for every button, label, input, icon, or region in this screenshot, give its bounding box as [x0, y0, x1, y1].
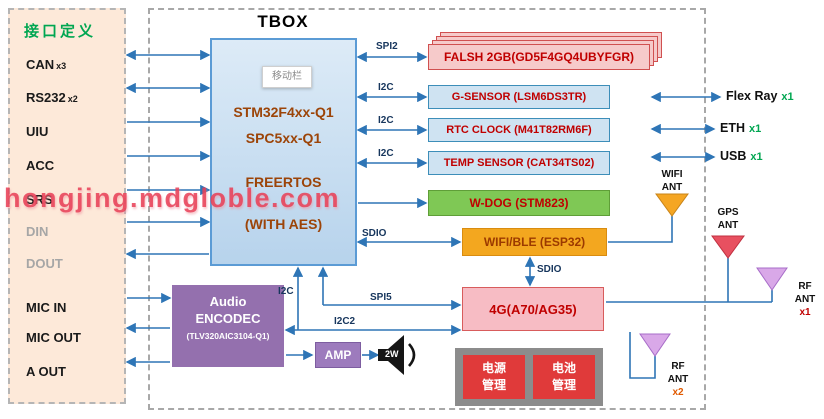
tbox-boundary	[148, 8, 706, 410]
gps-ant-line2: ANT	[717, 220, 739, 231]
power-management-panel: 电源管理 电池管理	[455, 348, 603, 406]
power-mgmt-block: 电源管理	[463, 355, 525, 399]
mcu-line-freertos: FREERTOS	[245, 174, 322, 190]
battery-mgmt-block: 电池管理	[533, 355, 595, 399]
io-usb-count: x1	[750, 151, 763, 163]
gps-antenna-icon	[711, 235, 745, 259]
io-usb-label: USB	[720, 149, 747, 163]
interface-item-a-out: A OUT	[26, 364, 66, 379]
interface-item-mic-in: MIC IN	[26, 300, 67, 315]
wifi-ble-block: WIFI/BLE (ESP32)	[462, 228, 607, 256]
bus-label-i2c-temp: I2C	[378, 148, 394, 159]
audio-label-2: ENCODEC	[195, 311, 261, 326]
speaker-glyph	[378, 335, 416, 375]
gsensor-block: G-SENSOR (LSM6DS3TR)	[428, 85, 610, 109]
rf-ant1-label: RF ANT x1	[788, 280, 822, 319]
rf-antenna-1-icon	[756, 267, 788, 291]
power-mgmt-label: 电源管理	[481, 360, 506, 392]
bus-label-sdio-wifi: SDIO	[362, 228, 387, 239]
interface-item-srs: SRS	[26, 192, 53, 207]
rf-ant2-count: x2	[672, 387, 684, 398]
temp-sensor-block: TEMP SENSOR (CAT34TS02)	[428, 151, 610, 175]
wifi-ant-line1: WIFI	[661, 169, 683, 180]
io-eth: ETH x1	[720, 121, 761, 135]
tbox-title: TBOX	[257, 12, 309, 31]
io-flexray-label: Flex Ray	[726, 89, 778, 103]
bus-label-spi2: SPI2	[376, 41, 398, 52]
mcu-line-spc5: SPC5xx-Q1	[245, 130, 322, 146]
rf-antenna-2-icon	[639, 333, 671, 357]
rf-ant2-line2: ANT	[667, 374, 689, 385]
rtc-block: RTC CLOCK (M41T82RM6F)	[428, 118, 610, 142]
rf-ant1-line1: RF	[798, 281, 812, 292]
battery-mgmt-label: 电池管理	[551, 360, 576, 392]
gps-ant-line1: GPS	[717, 207, 739, 218]
interface-item-dout: DOUT	[26, 256, 63, 271]
rf-ant2-line1: RF	[671, 361, 685, 372]
bus-label-sdio-4g: SDIO	[537, 264, 562, 275]
gps-ant-label: GPS ANT	[706, 206, 750, 232]
rf-ant1-line2: ANT	[794, 294, 816, 305]
speaker-power-label: 2W	[385, 349, 399, 359]
wifi-antenna-icon	[655, 193, 689, 217]
audio-label-3: (TLV320AIC3104-Q1)	[186, 331, 270, 341]
wifi-ant-label: WIFI ANT	[650, 168, 694, 194]
flash-block: FALSH 2GB(GD5F4GQ4UBYFGR)	[428, 32, 664, 72]
mcu-line-aes: (WITH AES)	[244, 216, 323, 232]
bus-label-spi5: SPI5	[370, 292, 392, 303]
rf-ant2-label: RF ANT x2	[658, 360, 698, 399]
interface-item-uiu: UIU	[26, 124, 49, 139]
bus-label-i2c-gsensor: I2C	[378, 82, 394, 93]
bus-label-i2c-audio: I2C	[278, 286, 294, 297]
flash-label: FALSH 2GB(GD5F4GQ4UBYFGR)	[428, 44, 650, 70]
audio-label-1: Audio	[209, 294, 247, 309]
speaker-icon: 2W	[376, 333, 424, 377]
watchdog-block: W-DOG (STM823)	[428, 190, 610, 216]
io-flexray-count: x1	[781, 91, 794, 103]
audio-codec-block: Audio ENCODEC (TLV320AIC3104-Q1)	[172, 285, 284, 367]
bus-label-i2c2: I2C2	[334, 316, 356, 327]
io-eth-label: ETH	[720, 121, 745, 135]
wifi-ant-line2: ANT	[661, 182, 683, 193]
watermark: hongjing.mdgloble.com	[4, 183, 340, 213]
io-eth-count: x1	[749, 123, 762, 135]
interface-item-din: DIN	[26, 224, 49, 239]
interface-item-mic-out: MIC OUT	[26, 330, 81, 345]
interface-item-acc: ACC	[26, 158, 55, 173]
interface-panel-title: 接口定义	[24, 23, 97, 40]
mobile-bar-tooltip: 移动栏	[262, 66, 312, 88]
mcu-block: 移动栏 STM32F4xx-Q1 SPC5xx-Q1 FREERTOS (WIT…	[210, 38, 357, 266]
mcu-line-stm32: STM32F4xx-Q1	[233, 104, 334, 120]
amp-block: AMP	[315, 342, 361, 368]
modem-4g-block: 4G(A70/AG35)	[462, 287, 604, 331]
rf-ant1-count: x1	[799, 307, 811, 318]
bus-label-i2c-rtc: I2C	[378, 115, 394, 126]
